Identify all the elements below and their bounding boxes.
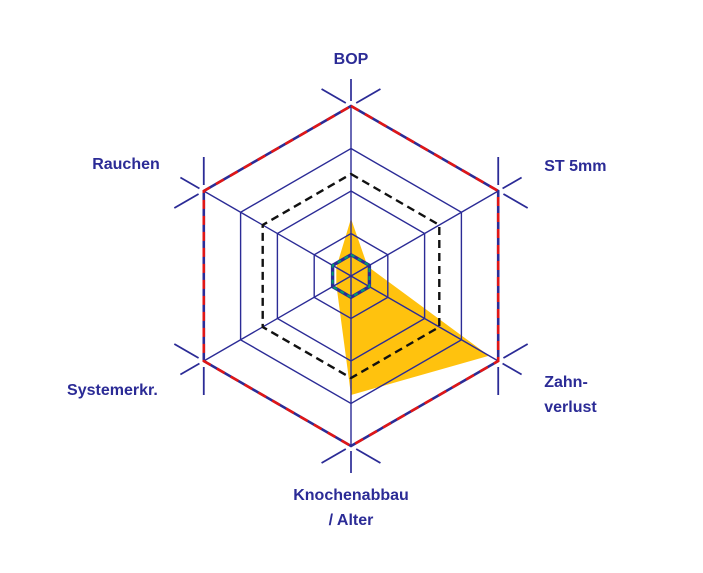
axis-extension-2 [502, 362, 523, 376]
axis-label-line: Rauchen [92, 156, 160, 173]
axis-label-knochenabbau-alter: Knochenabbau / Alter [293, 487, 409, 529]
series-outer-ring-red-dashed [202, 104, 500, 448]
axis-extension-5 [179, 176, 200, 190]
axis-endcap-5-1 [173, 193, 200, 209]
axis-label-zahnverlust: Zahn-verlust [544, 374, 597, 416]
grid-spoke-1 [350, 190, 499, 277]
series-black-dashed [261, 172, 441, 380]
axis-endcap-1-0 [502, 193, 529, 209]
axis-label-line: Knochenabbau [293, 487, 409, 504]
axis-endcap-0-1 [321, 88, 347, 104]
axis-label-line: / Alter [329, 512, 374, 529]
grid-spoke-5 [203, 190, 352, 277]
series-yellow-area [336, 218, 489, 395]
axis-label-bop: BOP [334, 51, 369, 68]
grid-spoke-4 [203, 275, 352, 362]
axis-label-line: BOP [334, 51, 369, 68]
axis-endcap-3-1 [355, 448, 381, 464]
axis-extension-4 [179, 362, 200, 376]
axis-extension-1 [502, 176, 523, 190]
axis-endcap-2-1 [502, 343, 529, 359]
axis-label-line: Systemerkr. [67, 382, 158, 399]
axis-label-line: verlust [544, 399, 597, 416]
grid-spoke-2 [350, 275, 499, 362]
axis-endcap-4-0 [173, 343, 200, 359]
axis-label-line: ST 5mm [544, 158, 606, 175]
axis-endcap-0-0 [355, 88, 381, 104]
series-center-green-dashed [331, 253, 371, 299]
axis-label-rauchen: Rauchen [92, 156, 160, 173]
axis-label-systemerkr: Systemerkr. [67, 382, 158, 399]
axis-label-st-5mm: ST 5mm [544, 158, 606, 175]
axis-endcap-3-0 [321, 448, 347, 464]
axis-label-line: Zahn- [544, 374, 588, 391]
